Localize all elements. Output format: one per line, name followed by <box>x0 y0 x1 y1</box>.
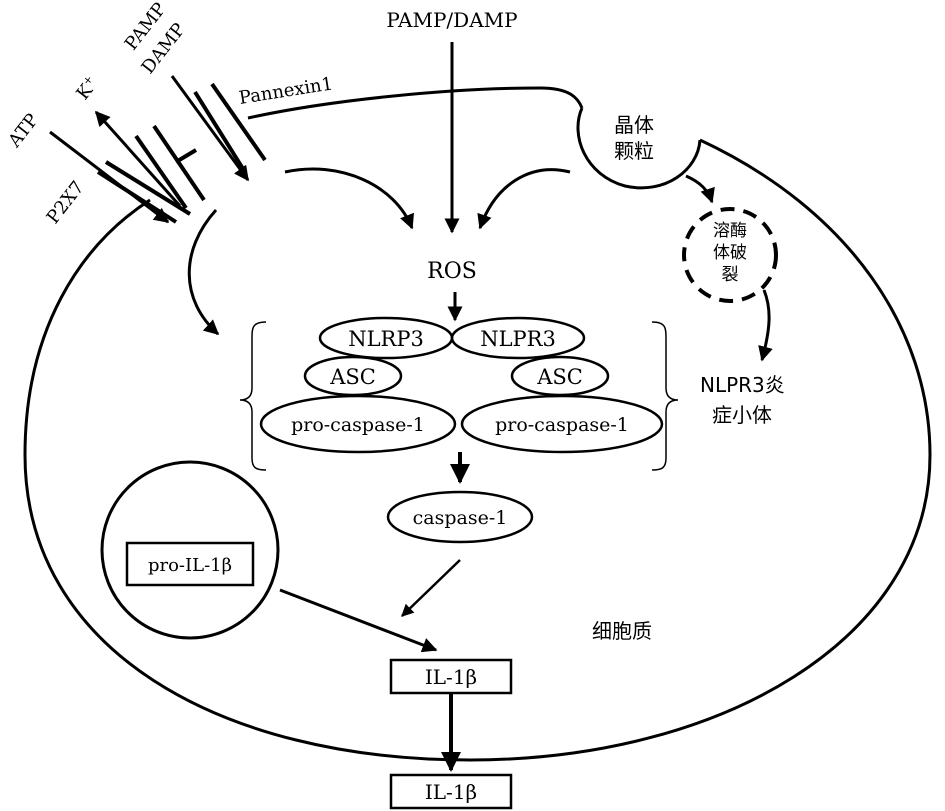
procaspase-right-ellipse <box>460 394 664 454</box>
lysosome-label-2: 体破 <box>713 243 747 263</box>
procaspase-right-label: pro-caspase-1 <box>495 414 629 436</box>
caspase-to-il1b-arrow <box>401 559 461 617</box>
p2x7-channel-bar-2 <box>104 160 192 216</box>
pro-il1b-box <box>125 541 255 587</box>
ros-label: ROS <box>427 259 477 284</box>
p2x7-label: P2X7 <box>43 177 89 228</box>
lysosome-to-inflammasome-arrow <box>758 289 773 362</box>
cytoplasm-label: 细胞质 <box>592 619 652 643</box>
lysosome-label-1: 溶酶 <box>713 221 747 241</box>
pannexin1-bar-2 <box>210 82 267 162</box>
nlpr3-right-label: NLPR3 <box>480 327 556 351</box>
caspase1-label: caspase-1 <box>413 507 508 529</box>
lysosome-rupture <box>682 207 778 303</box>
channel-connector <box>174 148 198 164</box>
asc-left-label: ASC <box>329 365 376 389</box>
k-plus-label: K+ <box>72 73 103 104</box>
potassium-channel-bar-2 <box>152 124 206 202</box>
crystal-to-lysosome-arrow <box>685 174 715 204</box>
crystal-particle-label: 晶体 <box>614 113 654 137</box>
potassium-channel-bar-1 <box>134 134 188 210</box>
inflammasome-label-2: 症小体 <box>712 403 772 427</box>
pamp-damp-top-label: PAMP/DAMP <box>386 8 517 32</box>
il1b-inside-label: IL-1β <box>425 665 477 689</box>
atp-label: ATP <box>4 110 43 152</box>
atp-arrow <box>49 130 170 224</box>
k-efflux-arrow <box>94 110 182 207</box>
right-brace <box>651 321 679 471</box>
nlrp3-left-label: NLRP3 <box>348 327 424 351</box>
procaspase-left-label: pro-caspase-1 <box>291 414 425 436</box>
crystal-particle-vesicle <box>576 107 702 190</box>
pamp-damp-left-arrow <box>170 75 250 182</box>
curve-arrow-left-to-ros <box>284 167 414 230</box>
lysosome-label-3: 裂 <box>722 265 739 285</box>
channel-to-inflammasome-arrow <box>187 208 220 336</box>
pro-il1b-to-il1b-arrow <box>279 588 438 653</box>
pro-il1b-label: pro-IL-1β <box>148 555 232 576</box>
nlpr3-right-ellipse <box>450 316 586 360</box>
curve-arrow-right-to-ros <box>477 168 571 230</box>
pro-il1b-vesicle <box>100 460 280 640</box>
cell-membrane <box>23 86 932 762</box>
pannexin1-bar-1 <box>193 90 247 174</box>
inflammasome-label-1: NLPR3炎 <box>700 373 785 397</box>
procaspase-left-ellipse <box>259 394 457 454</box>
asc-right-label: ASC <box>536 365 583 389</box>
left-brace <box>239 321 267 471</box>
caspase1-ellipse <box>386 490 534 544</box>
crystal-particle-label-2: 颗粒 <box>614 139 654 163</box>
il1b-outside-box <box>389 773 513 810</box>
il1b-outside-label: IL-1β <box>425 780 477 804</box>
